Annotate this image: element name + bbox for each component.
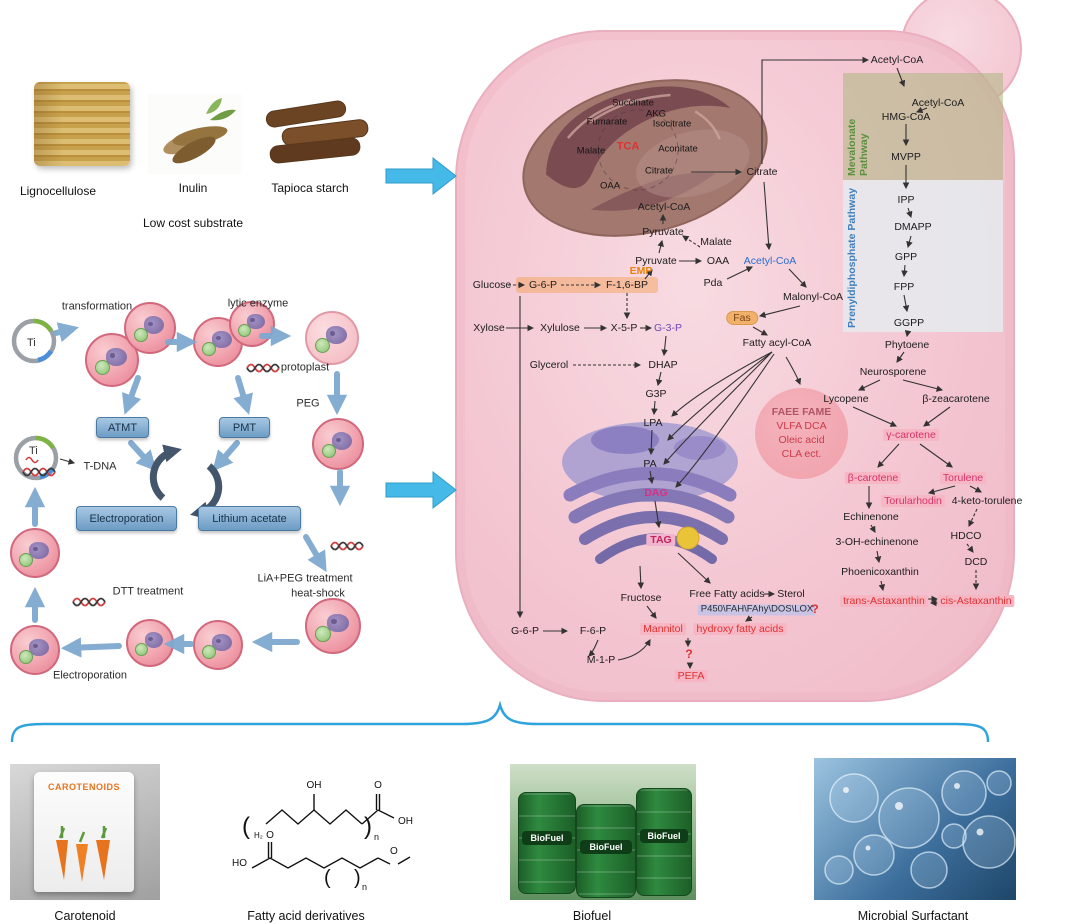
biofuel-barrel-label: BioFuel xyxy=(579,839,633,854)
biofuel-barrel: BioFuel xyxy=(636,788,692,896)
biofuel-image: BioFuel BioFuel BioFuel xyxy=(510,764,696,900)
biofuel-barrel: BioFuel xyxy=(518,792,576,894)
formula-label: OH xyxy=(398,816,413,827)
yeast-cell-icon xyxy=(193,317,243,367)
formula-label: OH xyxy=(307,780,322,791)
lignocellulose-image xyxy=(34,82,130,166)
mevalonate-pathway-box: Mevalonate Pathway xyxy=(843,73,1003,180)
formula-label: ( xyxy=(324,867,331,889)
formula-label: n xyxy=(374,832,379,842)
formula-label: H₂ xyxy=(254,831,263,840)
formula-label: n xyxy=(362,882,367,892)
yeast-cell-icon xyxy=(312,418,364,470)
yeast-cell-icon xyxy=(305,311,359,365)
mevalonate-pathway-label: Mevalonate Pathway xyxy=(846,118,871,176)
dna-icon xyxy=(246,363,280,373)
peg-label: PEG xyxy=(296,397,320,410)
bubbles-art xyxy=(824,770,1016,889)
formula-label: O xyxy=(374,780,382,791)
pmt-button: PMT xyxy=(219,417,270,438)
yeast-cell-icon xyxy=(85,333,139,387)
carrots-art xyxy=(56,826,110,882)
emp-highlight-band xyxy=(516,277,658,293)
formula-label: O xyxy=(266,830,274,841)
ti-plasmid: Ti xyxy=(11,318,57,364)
carotenoid-image: CAROTENOIDS xyxy=(10,764,160,900)
transformation-label: transformation xyxy=(61,300,133,313)
heat-shock-label: heat-shock xyxy=(291,587,345,600)
faee-line: CLA ect. xyxy=(781,447,822,460)
low-cost-substrate-caption: Low cost substrate xyxy=(142,216,244,230)
formula-label: HO xyxy=(232,858,247,869)
faee-line: Oleic acid xyxy=(778,434,825,446)
prenyldiphosphate-pathway-box: Prenyldiphosphate Pathway xyxy=(843,180,1003,332)
carotenoid-bag: CAROTENOIDS xyxy=(34,772,134,892)
electroporation-label: Electroporation xyxy=(53,669,127,682)
dna-icon xyxy=(72,597,106,607)
cycle-arrows xyxy=(149,444,223,520)
yeast-cell-icon xyxy=(126,619,174,667)
ti-plasmid: Ti xyxy=(13,435,59,481)
microbial-surfactant-caption: Microbial Surfactant xyxy=(857,909,969,923)
ti-label: Ti xyxy=(29,445,38,457)
formula-label: O xyxy=(390,846,398,857)
lytic-enzyme-label: lytic enzyme xyxy=(227,297,289,310)
protoplast-label: protoplast xyxy=(280,361,330,374)
yeast-cell-icon xyxy=(124,302,176,354)
formula-label: ( xyxy=(242,813,250,840)
yeast-cell-icon xyxy=(10,528,60,578)
flow-arrow-transformation xyxy=(385,470,457,510)
faee-line: FAEE FAME xyxy=(771,406,832,419)
flow-arrow-substrate xyxy=(385,156,457,196)
carotenoid-caption: Carotenoid xyxy=(54,909,116,923)
lia-peg-treatment-label: LiA+PEG treatment xyxy=(257,572,353,585)
atmt-button: ATMT xyxy=(96,417,149,438)
fatty-acid-structure-image: OH O OH ( H₂ ) n HO O ( ) n O xyxy=(228,758,424,904)
fatty-acid-derivatives-caption: Fatty acid derivatives xyxy=(247,909,365,923)
lignocellulose-label: Lignocellulose xyxy=(19,184,97,198)
biofuel-barrel-label: BioFuel xyxy=(639,829,689,844)
ti-label: Ti xyxy=(27,337,36,349)
yeast-cell-icon xyxy=(305,598,361,654)
faee-line: VLFA DCA xyxy=(776,420,827,433)
products-brace xyxy=(10,700,990,743)
biofuel-barrel-label: BioFuel xyxy=(521,831,573,845)
dna-icon xyxy=(330,541,364,551)
dtt-treatment-label: DTT treatment xyxy=(112,585,184,598)
formula-label: ) xyxy=(364,813,372,840)
lithium-acetate-button: Lithium acetate xyxy=(198,506,301,531)
microbial-surfactant-image xyxy=(814,758,1016,900)
carotenoid-bag-label: CAROTENOIDS xyxy=(47,782,120,792)
faee-products-circle: FAEE FAME VLFA DCA Oleic acid CLA ect. xyxy=(755,388,848,479)
biofuel-caption: Biofuel xyxy=(572,909,612,923)
yeast-cell-icon xyxy=(193,620,243,670)
inulin-label: Inulin xyxy=(178,181,208,195)
tapioca-starch-image xyxy=(260,98,374,164)
tapioca-starch-label: Tapioca starch xyxy=(271,181,349,195)
t-dna-label: T-DNA xyxy=(83,460,117,473)
biofuel-barrel: BioFuel xyxy=(576,804,636,898)
formula-label: ) xyxy=(354,867,361,889)
prenyldiphosphate-pathway-label: Prenyldiphosphate Pathway xyxy=(846,187,858,328)
inulin-image xyxy=(148,94,242,174)
yeast-cell-icon xyxy=(10,625,60,675)
yeast-cell-icon xyxy=(229,301,275,347)
electroporation-button: Electroporation xyxy=(76,506,177,531)
